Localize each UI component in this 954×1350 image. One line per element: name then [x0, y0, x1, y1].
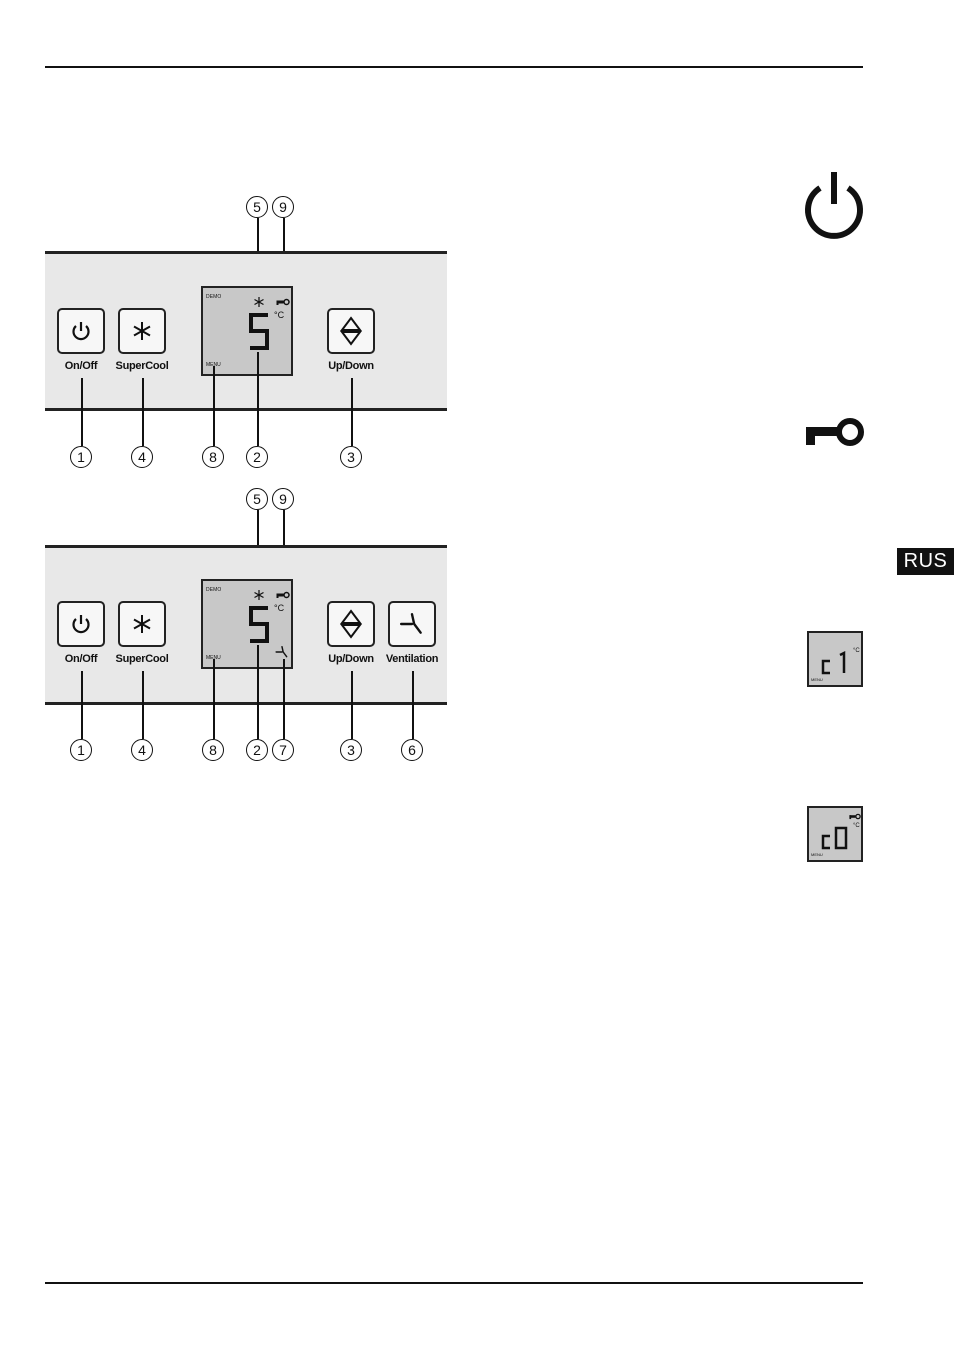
- snowflake-icon: [130, 319, 154, 343]
- supercool-label: SuperCool: [116, 653, 169, 665]
- callout-1: 1: [70, 739, 92, 761]
- callout-9: 9: [272, 196, 294, 218]
- footer-rule: [45, 1282, 863, 1284]
- demo-indicator: DEMO: [206, 587, 221, 593]
- up-down-label: Up/Down: [328, 653, 374, 665]
- mini-display-text: [821, 651, 851, 675]
- callout-8: 8: [202, 739, 224, 761]
- callout-4: 4: [131, 446, 153, 468]
- mini-menu-indicator: MENU: [811, 852, 823, 857]
- callout-7: 7: [272, 739, 294, 761]
- ventilation-button[interactable]: [388, 601, 436, 647]
- supercool-label: SuperCool: [116, 360, 169, 372]
- on-off-label: On/Off: [65, 653, 97, 665]
- mini-key-icon: [849, 813, 861, 820]
- temperature-digit: [247, 312, 271, 352]
- on-off-button[interactable]: [57, 308, 105, 354]
- leader-line: [351, 671, 353, 739]
- leader-line: [213, 366, 215, 446]
- leader-line: [81, 378, 83, 446]
- up-down-button[interactable]: [327, 601, 375, 647]
- callout-5: 5: [246, 196, 268, 218]
- callout-6: 6: [401, 739, 423, 761]
- callout-2: 2: [246, 739, 268, 761]
- key-lock-icon: [804, 418, 866, 448]
- snowflake-indicator-icon: [253, 589, 265, 601]
- power-icon: [69, 612, 93, 636]
- mini-display-c1: °C MENU: [807, 631, 863, 687]
- power-icon: [802, 168, 866, 242]
- callout-2: 2: [246, 446, 268, 468]
- ventilation-label: Ventilation: [386, 653, 438, 665]
- header-rule: [45, 66, 863, 68]
- temperature-display: DEMO °C MENU: [201, 286, 293, 376]
- leader-line: [257, 352, 259, 446]
- ventilation-indicator-icon: [275, 645, 289, 659]
- callout-9: 9: [272, 488, 294, 510]
- up-down-label: Up/Down: [328, 360, 374, 372]
- key-indicator-icon: [276, 591, 290, 599]
- temperature-display: DEMO °C MENU: [201, 579, 293, 669]
- mini-display-text: [821, 826, 851, 850]
- mini-display-c0: °C MENU: [807, 806, 863, 862]
- mini-celsius-unit: °C: [853, 648, 860, 654]
- supercool-button[interactable]: [118, 308, 166, 354]
- up-down-arrows-icon: [340, 316, 362, 346]
- leader-line: [351, 378, 353, 446]
- on-off-button[interactable]: [57, 601, 105, 647]
- supercool-button[interactable]: [118, 601, 166, 647]
- leader-line: [283, 659, 285, 739]
- mini-menu-indicator: MENU: [811, 677, 823, 682]
- key-indicator-icon: [276, 298, 290, 306]
- celsius-unit: °C: [274, 603, 284, 613]
- leader-line: [213, 659, 215, 739]
- callout-3: 3: [340, 739, 362, 761]
- celsius-unit: °C: [274, 310, 284, 320]
- callout-5: 5: [246, 488, 268, 510]
- leader-line: [81, 671, 83, 739]
- callout-4: 4: [131, 739, 153, 761]
- ventilation-icon: [399, 611, 425, 637]
- power-icon: [69, 319, 93, 343]
- callout-1: 1: [70, 446, 92, 468]
- leader-line: [142, 378, 144, 446]
- mini-celsius-unit: °C: [853, 823, 860, 829]
- up-down-arrows-icon: [340, 609, 362, 639]
- temperature-digit: [247, 605, 271, 645]
- callout-3: 3: [340, 446, 362, 468]
- snowflake-indicator-icon: [253, 296, 265, 308]
- leader-line: [142, 671, 144, 739]
- demo-indicator: DEMO: [206, 294, 221, 300]
- snowflake-icon: [130, 612, 154, 636]
- up-down-button[interactable]: [327, 308, 375, 354]
- leader-line: [257, 645, 259, 739]
- leader-line: [412, 671, 414, 739]
- on-off-label: On/Off: [65, 360, 97, 372]
- language-tab: RUS: [897, 548, 954, 575]
- callout-8: 8: [202, 446, 224, 468]
